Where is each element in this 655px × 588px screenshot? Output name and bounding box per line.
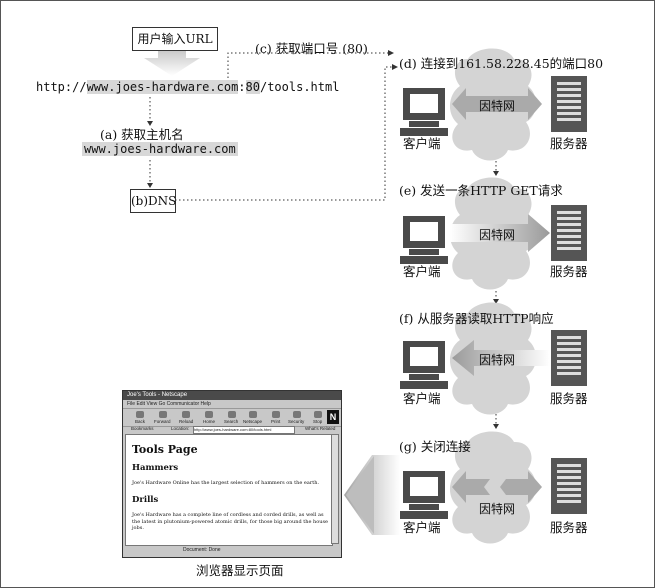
security-icon [293,411,301,418]
url-sep: : [238,80,246,94]
bookmarks-label: Bookmarks [131,426,154,431]
server-label: 服务器 [550,136,588,151]
url-port: 80 [245,80,260,94]
internet-label: 因特网 [479,99,516,113]
page-heading: Tools Page [132,443,198,456]
client-label: 客户端 [403,391,441,406]
toolbar-forward: Forward [154,419,171,424]
browser-page: Tools Page Hammers Joe's Hardware Online… [125,434,333,546]
location-field: http://www.joes-hardware.com:80/tools.ht… [193,426,295,434]
server-label: 服务器 [550,520,588,535]
client-label: 客户端 [403,264,441,279]
back-icon [136,411,144,418]
status-text: Document: Done [183,547,221,553]
page-subheading-drills: Drills [132,495,159,505]
home-icon [205,411,213,418]
hostname-text: www.joes-hardware.com [82,142,238,156]
input-arrow [144,50,200,76]
browser-scrollbar [331,434,339,544]
page-subheading-hammers: Hammers [132,463,179,473]
url-prefix: http:// [36,80,87,94]
client-label: 客户端 [403,136,441,151]
internet-label: 因特网 [479,353,516,367]
server-label: 服务器 [550,391,588,406]
toolbar-back: Back [135,419,146,424]
server-label: 服务器 [550,264,588,279]
page-text-drills: Joe's Hardware has a complete line of co… [132,512,329,531]
user-input-url-box: 用户输入URL [132,27,218,51]
toolbar-search: Search [224,419,239,424]
page-text-hammers: Joe's Hardware Online has the largest se… [132,480,320,486]
internet-label: 因特网 [479,502,516,516]
step-g-label: (g) 关闭连接 [399,439,471,454]
step-d-label: (d) 连接到161.58.228.45的端口80 [399,56,604,71]
stop-icon [314,411,322,418]
internet-label: 因特网 [479,228,516,242]
browser-window: Joe's Tools - Netscape File Edit View Go… [122,390,342,558]
browser-location-bar: Bookmarks Location: http://www.joes-hard… [123,425,341,434]
toolbar-netscape: Netscape [243,419,263,424]
browser-status-bar: Document: Done [123,545,341,556]
browser-title: Joe's Tools - Netscape [123,391,341,400]
url-host: www.joes-hardware.com [86,80,239,94]
step-f-label: (f) 从服务器读取HTTP响应 [399,311,554,326]
url-path: /tools.html [259,80,340,94]
netscape-icon [249,411,257,418]
toolbar-print: Print [271,419,281,424]
toolbar-home: Home [203,419,216,424]
whats-related-label: What's Related [305,426,336,431]
netscape-logo-icon: N [327,410,339,424]
reload-icon [182,411,190,418]
location-label: Location: [171,426,190,431]
step-e-label: (e) 发送一条HTTP GET请求 [399,183,563,198]
url-text: http://www.joes-hardware.com:80/tools.ht… [36,80,339,94]
print-icon [272,411,280,418]
forward-icon [159,411,167,418]
step-c-label: (c) 获取端口号 (80) [255,41,368,56]
toolbar-stop: Stop [313,419,323,424]
search-icon [228,411,236,418]
toolbar-reload: Reload [179,419,194,424]
toolbar-security: Security [288,419,305,424]
dns-box: (b)DNS [130,189,176,213]
browser-caption: 浏览器显示页面 [196,563,284,578]
browser-menu: File Edit View Go Communicator Help [127,401,211,407]
step-a-label: (a) 获取主机名 [100,127,184,142]
client-label: 客户端 [403,520,441,535]
